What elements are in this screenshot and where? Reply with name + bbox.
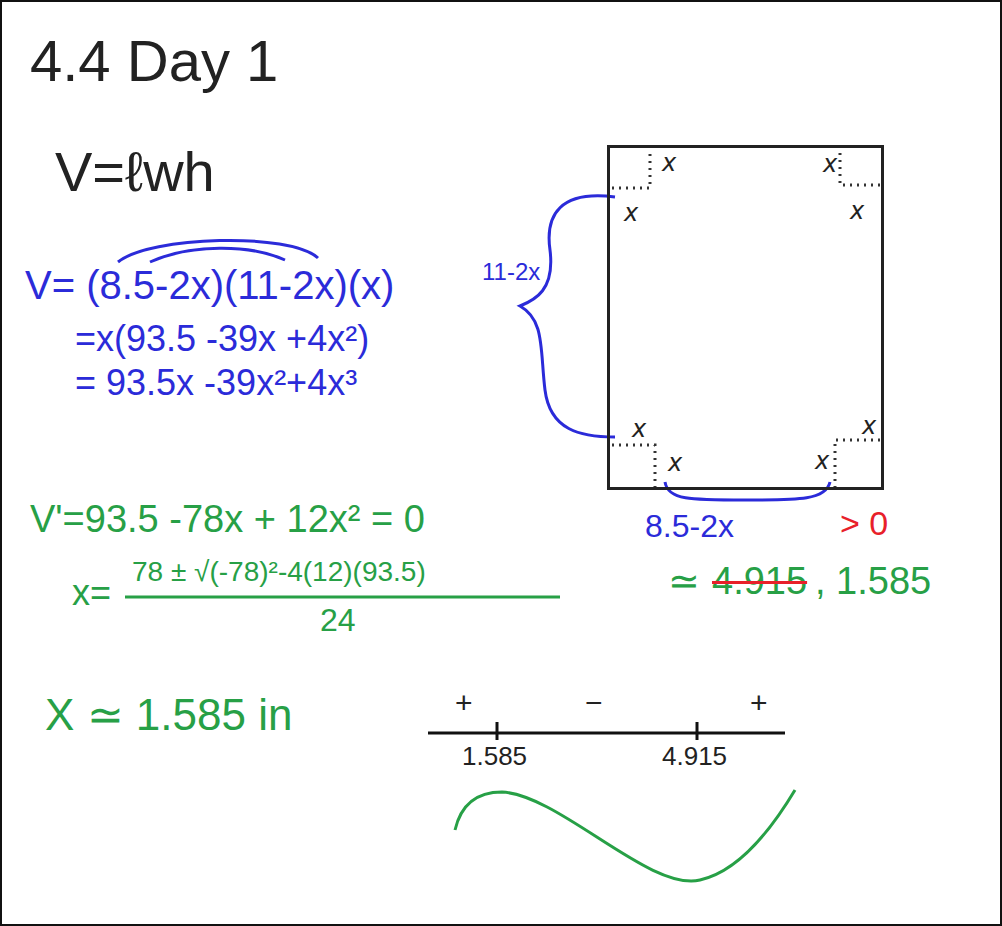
sign-mark: + [455,686,473,721]
fraction-bar [125,596,560,599]
expanded-step: =x(93.5 -39x +4x²) [75,318,369,359]
quadratic-formula: x= [72,572,111,613]
length-brace [520,196,615,437]
corner-cuts [612,150,880,487]
cut-length: x [815,448,829,476]
tick [496,722,499,740]
critical-point: 1.585 [462,742,527,772]
cut-length: x [624,200,638,228]
volume-curve [455,790,795,881]
fraction-denominator: 24 [320,602,356,639]
multiply-arc [118,240,318,262]
root-value: , 1.585 [815,560,931,604]
multiply-arc [150,248,285,262]
sign-mark: + [750,686,768,721]
sign-mark: − [585,686,603,721]
critical-point: 4.915 [662,742,727,772]
width-expression: 8.5-2x [645,508,734,545]
expanded-step: = 93.5x -39x²+4x³ [75,362,357,403]
page-title: 4.4 Day 1 [30,28,278,95]
fraction-numerator: 78 ± √(-78)²-4(12)(93.5) [132,556,426,588]
volume-equation: V= (8.5-2x)(11-2x)(x) [25,262,394,308]
side-note: 11-2x [482,258,540,286]
cut-length: x [862,413,876,441]
number-line [428,732,785,735]
constraint: > 0 [840,504,888,543]
cut-length: x [668,450,682,478]
width-brace [665,482,830,500]
cut-length: x [823,151,837,179]
answer: X ≃ 1.585 in [45,690,292,741]
derivative-equation: V'=93.5 -78x + 12x² = 0 [30,498,425,542]
cut-length: x [662,150,676,178]
paper-sheet: xxxxxxxx [607,145,884,490]
cut-length: x [632,416,646,444]
approx-sign: ≃ [668,560,700,604]
rejected-root: 4.915 [712,560,807,604]
cut-length: x [850,198,864,226]
tick [696,722,699,740]
volume-formula: V=ℓwh [55,140,215,204]
